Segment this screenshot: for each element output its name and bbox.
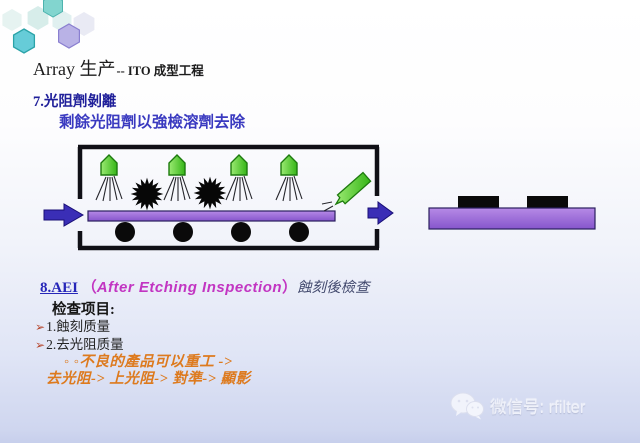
spray-nozzle-icon — [95, 154, 123, 202]
spray-nozzle-icon — [163, 154, 191, 202]
section8-paren-close: ） — [282, 280, 298, 296]
substrate-bar — [87, 210, 336, 222]
checklist-item: ➢2.去光阻质量 — [35, 333, 124, 353]
checklist-item-text: 2.去光阻质量 — [46, 337, 124, 352]
section7-heading: 7.光阻劑剝離 — [33, 94, 117, 110]
flow-arrow-left — [43, 203, 84, 227]
checklist-title: 检查项目: — [52, 302, 115, 318]
brush-roller-icon — [193, 176, 227, 210]
brush-roller-icon — [130, 177, 164, 211]
watermark: 微信号: rfilter — [450, 392, 585, 420]
hexagon-faint — [2, 9, 22, 31]
section8-tail: 蝕刻後檢查 — [297, 280, 370, 296]
rework-note-line1: ◦ ◦不良的產品可以重工 -> — [64, 354, 233, 370]
ito-pattern-block — [527, 196, 568, 208]
rework-note-line2: 去光阻-> 上光阻-> 對準-> 顯影 — [46, 371, 251, 387]
conveyor-roller — [173, 222, 193, 242]
section8-heading: 8.AEI （After Etching Inspection）蝕刻後檢查 — [40, 276, 370, 297]
ito-pattern-block — [458, 196, 499, 208]
conveyor-roller — [231, 222, 251, 242]
hexagon-cyan — [12, 28, 36, 54]
slide-title-suffix: -- ITO 成型工程 — [116, 64, 204, 78]
checklist-item-text: 1.蝕刻质量 — [46, 319, 111, 334]
section8-label: 8.AEI — [40, 280, 78, 296]
solvent-bottle-icon — [321, 171, 372, 212]
section8-english: After Etching Inspection — [96, 279, 283, 296]
etched-substrate — [428, 196, 596, 230]
result-substrate-bar — [428, 207, 596, 230]
flow-arrow-right — [367, 201, 394, 225]
process-chamber — [77, 144, 380, 251]
slide-title-main: Array 生产 — [33, 59, 116, 79]
section7-subtitle: 剩餘光阻劑以強檢溶劑去除 — [59, 114, 246, 131]
conveyor-roller — [289, 222, 309, 242]
spray-nozzle-icon — [275, 154, 303, 202]
conveyor-roller — [115, 222, 135, 242]
hexagon-purple — [57, 23, 81, 49]
section8-paren-open: （ — [81, 280, 97, 296]
arrow-bullet-icon: ➢ — [35, 320, 46, 334]
hexagon-faint — [27, 6, 49, 30]
spray-nozzle-icon — [225, 154, 253, 202]
watermark-text: 微信号: rfilter — [490, 399, 586, 417]
hexagon-decoration — [2, 0, 95, 54]
slide-title: Array 生产-- ITO 成型工程 — [33, 55, 204, 81]
wechat-icon — [450, 392, 484, 420]
arrow-bullet-icon: ➢ — [35, 338, 46, 352]
checklist-item: ➢1.蝕刻质量 — [35, 315, 110, 335]
hexagon-teal — [43, 0, 63, 18]
